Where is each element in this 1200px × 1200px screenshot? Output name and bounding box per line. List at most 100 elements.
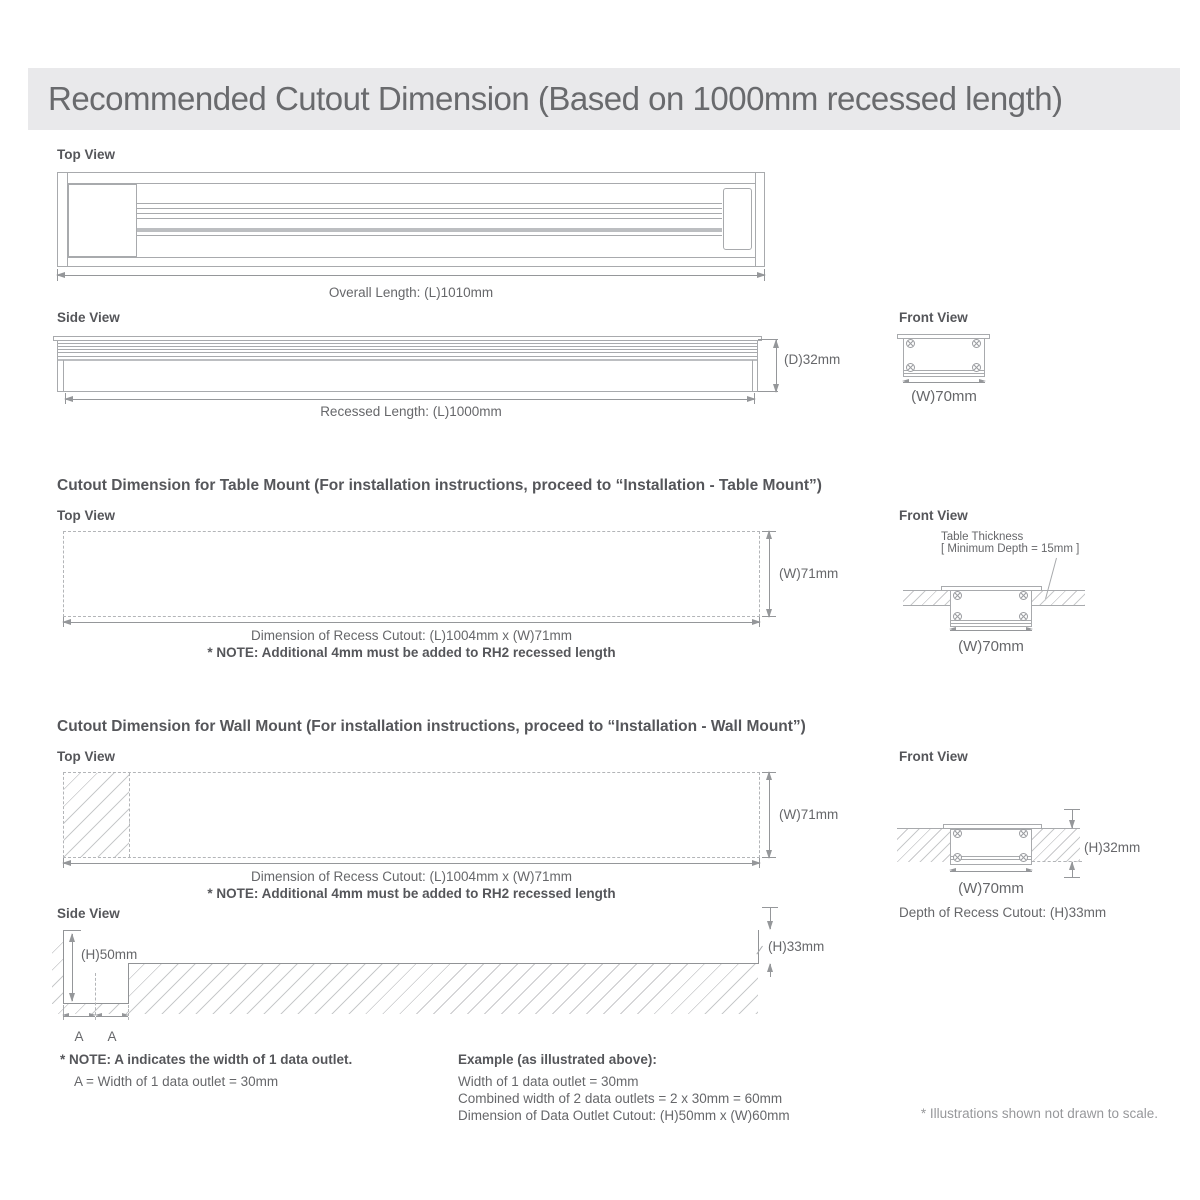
side-hatch-left-strip xyxy=(52,937,63,1004)
wall-front-flange xyxy=(943,824,1042,829)
wall-cutout-dashed-rect xyxy=(63,772,760,858)
screw-icon xyxy=(1019,591,1028,600)
wall-hatched-zone xyxy=(64,773,130,857)
screw-icon xyxy=(953,853,962,862)
side-a-label-2: A xyxy=(107,1029,117,1044)
wall-depth-dashed-line xyxy=(1032,861,1082,862)
wall-height-arrow-bottom xyxy=(1069,861,1075,877)
top-view-track-band xyxy=(137,228,722,232)
table-thickness-label-line1: Table Thickness xyxy=(941,531,1024,543)
screw-icon xyxy=(953,591,962,600)
table-front-width-label: (W)70mm xyxy=(958,638,1024,655)
side-a-extension-mid xyxy=(95,973,96,1020)
header-bar: Recommended Cutout Dimension (Based on 1… xyxy=(28,68,1180,130)
table-front-width-dimension-line xyxy=(949,627,1033,631)
example-heading: Example (as illustrated above): xyxy=(458,1052,657,1067)
wall-width-dimension-line xyxy=(766,771,772,859)
table-section-left xyxy=(903,590,950,606)
top-view-track-line-5 xyxy=(137,235,722,236)
top-view-track-line-2 xyxy=(137,208,722,209)
recessed-length-label: Recessed Length: (L)1000mm xyxy=(320,404,502,419)
depth-label: (D)32mm xyxy=(784,352,841,367)
side-a-dimension-2 xyxy=(95,1013,129,1017)
wall-length-dimension-line xyxy=(62,860,761,866)
top-view-left-endline xyxy=(67,173,68,266)
side-profile-left-wall xyxy=(63,931,64,1004)
overall-length-label: Overall Length: (L)1010mm xyxy=(328,285,494,300)
side-view-line-4 xyxy=(58,352,757,353)
wall-front-inner-line-1 xyxy=(951,856,1031,857)
wall-cutout-dimension-label: Dimension of Recess Cutout: (L)1004mm x … xyxy=(250,869,573,884)
overall-side-view-label: Side View xyxy=(57,310,120,325)
table-width-label: (W)71mm xyxy=(779,566,839,581)
recessed-length-dimension-line xyxy=(64,396,756,402)
screw-icon xyxy=(1019,612,1028,621)
overall-length-dimension-line xyxy=(56,272,766,278)
wall-front-view-label: Front View xyxy=(899,749,968,764)
table-section-right xyxy=(1032,590,1085,606)
wall-cutout-note: * NOTE: Additional 4mm must be added to … xyxy=(207,886,616,901)
depth-dimension-line xyxy=(773,339,779,393)
side-hatch-main xyxy=(128,964,758,1014)
overall-top-view-label: Top View xyxy=(57,147,116,162)
side-h33-label: (H)33mm xyxy=(768,939,825,954)
depth-tick-top xyxy=(758,339,778,340)
data-outlet-width: A = Width of 1 data outlet = 30mm xyxy=(74,1074,279,1089)
side-h50-dimension-line xyxy=(69,933,75,1002)
top-view-track-line-3 xyxy=(137,213,722,214)
side-a-extension-left xyxy=(63,1005,64,1020)
side-a-dimension-1 xyxy=(62,1013,96,1017)
front-width-dimension-line xyxy=(902,379,986,383)
table-cutout-dimension-label: Dimension of Recess Cutout: (L)1004mm x … xyxy=(250,628,573,643)
table-width-dimension-line xyxy=(766,530,772,618)
side-a-extension-right xyxy=(128,1005,129,1020)
screw-icon xyxy=(906,339,915,348)
screw-icon xyxy=(953,612,962,621)
scale-footnote: * Illustrations shown not drawn to scale… xyxy=(920,1106,1158,1121)
screw-icon xyxy=(972,339,981,348)
overall-front-view-label: Front View xyxy=(899,310,968,325)
side-profile-right-wall xyxy=(758,930,759,964)
page-title: Recommended Cutout Dimension (Based on 1… xyxy=(48,80,1063,117)
wall-mount-heading: Cutout Dimension for Wall Mount (For ins… xyxy=(57,718,806,735)
wall-front-height-label: (H)32mm xyxy=(1084,840,1141,855)
top-view-track-line-1 xyxy=(137,203,722,204)
side-view-band xyxy=(58,359,757,361)
top-view-outer-body xyxy=(57,172,765,267)
wall-height-tick-bottom xyxy=(1064,877,1080,878)
example-line-2: Combined width of 2 data outlets = 2 x 3… xyxy=(458,1091,783,1106)
wall-top-view-label: Top View xyxy=(57,749,116,764)
table-thickness-label-line2: [ Minimum Depth = 15mm ] xyxy=(941,543,1080,555)
table-top-view-label: Top View xyxy=(57,508,116,523)
top-view-left-endcap xyxy=(68,184,137,257)
wall-front-width-label: (W)70mm xyxy=(958,880,1024,897)
table-front-view-label: Front View xyxy=(899,508,968,523)
example-line-3: Dimension of Data Outlet Cutout: (H)50mm… xyxy=(458,1108,790,1123)
table-front-inner-line-1 xyxy=(951,620,1031,621)
side-view-left-endline xyxy=(63,360,64,391)
side-profile-step xyxy=(128,963,129,1004)
side-view-line-5 xyxy=(58,356,757,357)
top-view-power-module xyxy=(723,188,752,250)
side-view-line-2 xyxy=(58,346,757,347)
table-mount-heading: Cutout Dimension for Table Mount (For in… xyxy=(57,477,822,494)
wall-front-width-dimension-line xyxy=(949,868,1033,872)
wall-depth-caption: Depth of Recess Cutout: (H)33mm xyxy=(899,905,1107,920)
table-cutout-dashed-rect xyxy=(63,531,760,617)
side-h33-arrow-bottom xyxy=(767,963,773,977)
side-h50-tick-top xyxy=(63,930,81,931)
side-view-line-1 xyxy=(58,343,757,344)
table-length-dimension-line xyxy=(62,619,761,625)
wall-width-label: (W)71mm xyxy=(779,807,839,822)
side-hatch-under-channel xyxy=(52,1004,128,1014)
side-profile-plateau xyxy=(128,963,759,964)
front-view-body xyxy=(903,338,985,377)
side-view-body xyxy=(57,340,758,392)
screw-icon xyxy=(1019,853,1028,862)
table-cutout-note: * NOTE: Additional 4mm must be added to … xyxy=(207,645,616,660)
side-h50-label: (H)50mm xyxy=(81,947,138,962)
side-h33-tick-top xyxy=(762,907,778,908)
side-h33-arrow-top xyxy=(767,908,773,930)
screw-icon xyxy=(906,363,915,372)
